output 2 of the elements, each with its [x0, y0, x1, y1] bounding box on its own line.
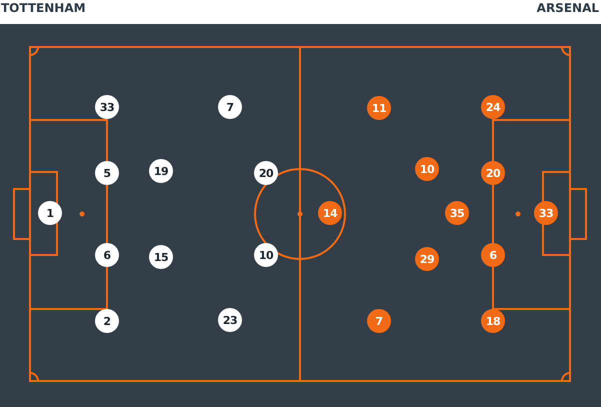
- team-name: TOTTENHAM: [1, 1, 86, 15]
- team-name: ARSENAL: [536, 1, 599, 15]
